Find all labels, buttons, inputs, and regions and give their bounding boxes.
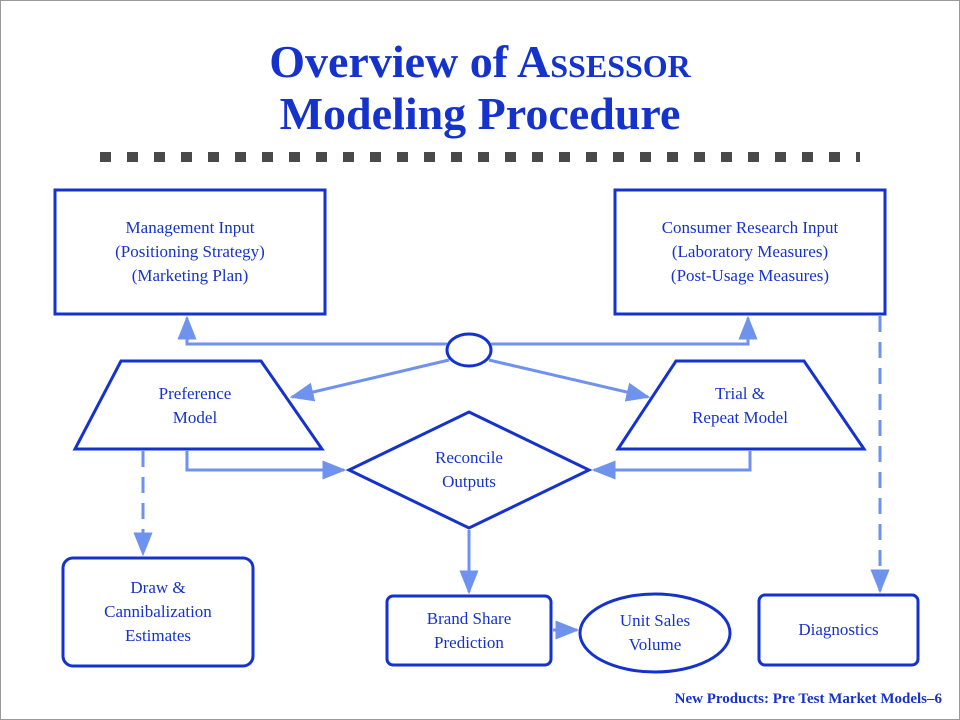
consumer-research-input-box [613,188,887,316]
consumer-research-post-usage: (Post-Usage Measures) [670,266,830,285]
trial-repeat-model-trapezoid [615,359,867,451]
slide-title: Overview of Assessor Modeling Procedure [0,36,960,140]
consumer-research-laboratory: (Laboratory Measures) [671,242,829,261]
hub-node [445,332,493,368]
reconcile-outputs-line-2: Outputs [442,472,496,491]
brand-share-prediction-label: Brand Share Prediction [387,596,551,665]
trial-to-reconcile-arrow [591,451,752,480]
brand-share-line-1: Brand Share [426,608,512,628]
title-prefix: Overview of A [269,36,551,87]
draw-cannibalization-box [61,556,255,668]
unit-sales-volume-ellipse [578,592,732,674]
preference-model-line-1: Preference [158,384,232,403]
draw-line-2: Cannibalization [104,602,212,621]
diagnostics-label: Diagnostics [759,595,918,665]
title-line-2: Modeling Procedure [279,88,681,139]
brand-share-line-2: Prediction [434,632,504,652]
trial-repeat-line-2: Repeat Model [692,408,788,427]
reconcile-outputs-diamond [345,410,593,530]
title-line-1: Overview of Assessor [0,36,960,88]
draw-line-3: Estimates [124,626,192,645]
consumer-research-input-label: Consumer Research Input (Laboratory Meas… [615,190,885,314]
reconcile-outputs-line-1: Reconcile [435,448,503,467]
slide-footer: New Products: Pre Test Market Models–6 [674,691,942,707]
reconcile-outputs-label: Reconcile Outputs [399,442,539,498]
hub-to-preference-arrow [289,358,450,402]
preference-to-reconcile-arrow [185,451,347,480]
diagnostics-box [757,593,920,667]
preference-model-trapezoid [72,359,325,451]
management-input-positioning: (Positioning Strategy) [115,242,265,261]
hub-to-trial-arrow [488,358,651,402]
diagnostics-text: Diagnostics [798,620,879,639]
management-input-marketing: (Marketing Plan) [131,266,249,285]
draw-cannibalization-label: Draw & Cannibalization Estimates [63,558,253,666]
brand-share-prediction-box [385,594,553,667]
consumer-research-title: Consumer Research Input [661,218,839,237]
hub-to-consumer-arrow [491,315,758,346]
unit-sales-line-1: Unit Sales [619,611,691,630]
preference-model-label: Preference Model [115,378,275,434]
trial-repeat-model-label: Trial & Repeat Model [660,378,820,434]
management-input-label: Management Input (Positioning Strategy) … [55,190,325,314]
trial-repeat-line-1: Trial & [715,384,765,403]
management-input-title: Management Input [125,218,255,237]
preference-model-line-2: Model [172,408,218,427]
draw-line-1: Draw & [130,578,186,597]
title-smallcaps: ssessor [550,36,691,87]
title-divider [100,152,860,162]
unit-sales-volume-label: Unit Sales Volume [580,594,730,672]
unit-sales-line-2: Volume [628,635,682,654]
hub-to-management-arrow [177,315,447,346]
management-input-box [53,188,327,316]
